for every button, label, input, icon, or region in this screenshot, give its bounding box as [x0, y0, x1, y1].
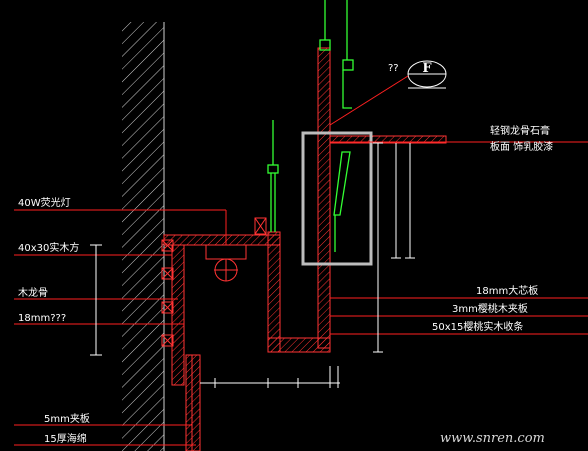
- callout-letter: F: [422, 61, 432, 76]
- label-veneer: 3mm樱桃木夹板: [452, 302, 528, 315]
- label-wood-square: 40x30实木方: [18, 241, 79, 254]
- label-sponge: 15厚海绵: [44, 432, 87, 445]
- label-gypsum-2: 板面 饰乳胶漆: [490, 140, 553, 153]
- ceiling-gypsum: [329, 135, 447, 144]
- lower-box-side: [267, 231, 281, 353]
- wall-hatch: [122, 22, 164, 451]
- label-gypsum-1: 轻钢龙骨石膏: [490, 124, 550, 137]
- label-core-board: 18mm大芯板: [476, 284, 538, 297]
- detail-highlight-box: [301, 131, 373, 266]
- label-plywood: 5mm夹板: [44, 412, 90, 425]
- label-trim: 50x15樱桃实木收条: [432, 320, 523, 333]
- upper-board: [317, 47, 331, 349]
- label-lamp: 40W荧光灯: [18, 196, 71, 209]
- ref-marker-text: ??: [388, 63, 399, 74]
- callout-marker: F: [407, 60, 447, 89]
- lower-wall-panel: [185, 354, 201, 451]
- watermark-text: www.snren.com: [440, 431, 545, 446]
- lamp-shelf: [163, 234, 281, 246]
- callout-leader: [329, 75, 409, 126]
- hanger-icon: [267, 0, 354, 252]
- fluorescent-lamp-icon: [205, 244, 247, 282]
- dimension-lines: [90, 142, 415, 388]
- left-panel: [171, 244, 185, 386]
- label-keel: 木龙骨: [18, 286, 48, 299]
- wood-blocks: [161, 217, 267, 347]
- label-18mm: 18mm???: [18, 313, 66, 324]
